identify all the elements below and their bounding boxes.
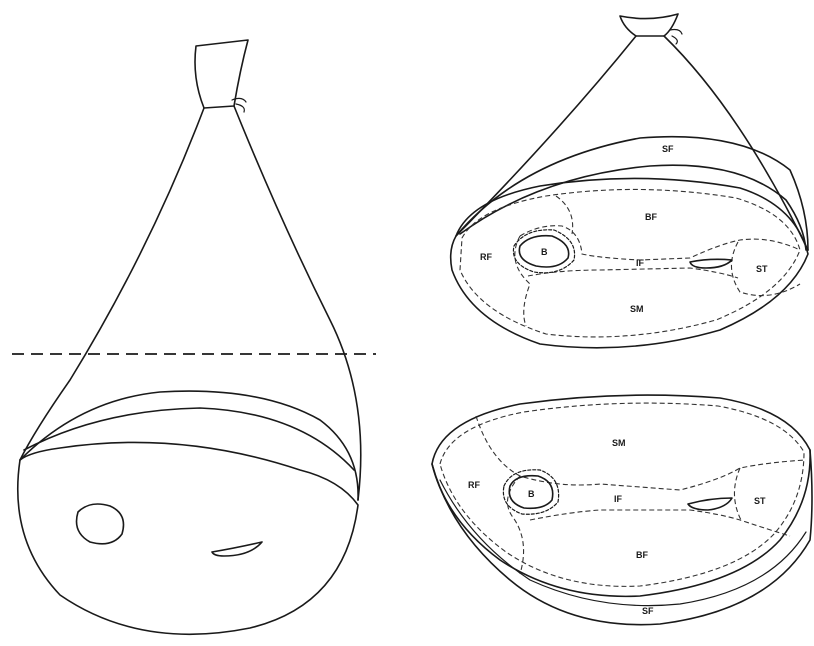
lower-label-sm: SM bbox=[612, 438, 626, 448]
upper-section: SF BF RF B IF ST SM bbox=[451, 14, 808, 348]
lower-label-st: ST bbox=[754, 496, 766, 506]
hock-tag bbox=[195, 40, 248, 108]
upper-hock-tag bbox=[620, 14, 678, 36]
upper-muscle-bf-boundary bbox=[520, 226, 800, 260]
lower-face-inner-dash bbox=[440, 403, 804, 586]
bone-cross-section bbox=[77, 504, 124, 544]
lower-label-b: B bbox=[528, 489, 535, 499]
lower-label-sf: SF bbox=[642, 606, 654, 616]
upper-cone-right bbox=[664, 36, 808, 250]
upper-muscle-top bbox=[556, 196, 573, 234]
lower-label-rf: RF bbox=[468, 480, 480, 490]
upper-muscle-sm-boundary bbox=[528, 268, 738, 278]
lower-section: SM RF B IF ST BF SF bbox=[432, 395, 812, 625]
upper-label-st: ST bbox=[756, 264, 768, 274]
slit bbox=[212, 542, 262, 556]
ham-body-outline bbox=[20, 108, 204, 460]
upper-label-sm: SM bbox=[630, 304, 644, 314]
lower-muscle-sm-boundary bbox=[476, 416, 806, 490]
upper-label-b: B bbox=[541, 247, 548, 257]
lower-label-bf: BF bbox=[636, 550, 648, 560]
lower-muscle-bf-boundary bbox=[530, 510, 790, 536]
upper-muscle-rf-boundary bbox=[515, 236, 530, 326]
upper-label-sf: SF bbox=[662, 144, 674, 154]
upper-label-if: IF bbox=[636, 258, 645, 268]
upper-slit bbox=[690, 259, 732, 268]
lower-label-if: IF bbox=[614, 494, 623, 504]
lower-muscle-st-boundary bbox=[734, 468, 742, 522]
upper-face-outline bbox=[451, 178, 808, 347]
upper-hock-string bbox=[670, 30, 682, 45]
lower-fat-band-outer bbox=[432, 450, 812, 625]
upper-label-bf: BF bbox=[645, 212, 657, 222]
skin-rim-inner bbox=[24, 408, 354, 470]
lower-slit bbox=[688, 498, 732, 510]
whole-ham bbox=[12, 40, 376, 634]
upper-label-rf: RF bbox=[480, 252, 492, 262]
cut-face bbox=[18, 442, 358, 634]
